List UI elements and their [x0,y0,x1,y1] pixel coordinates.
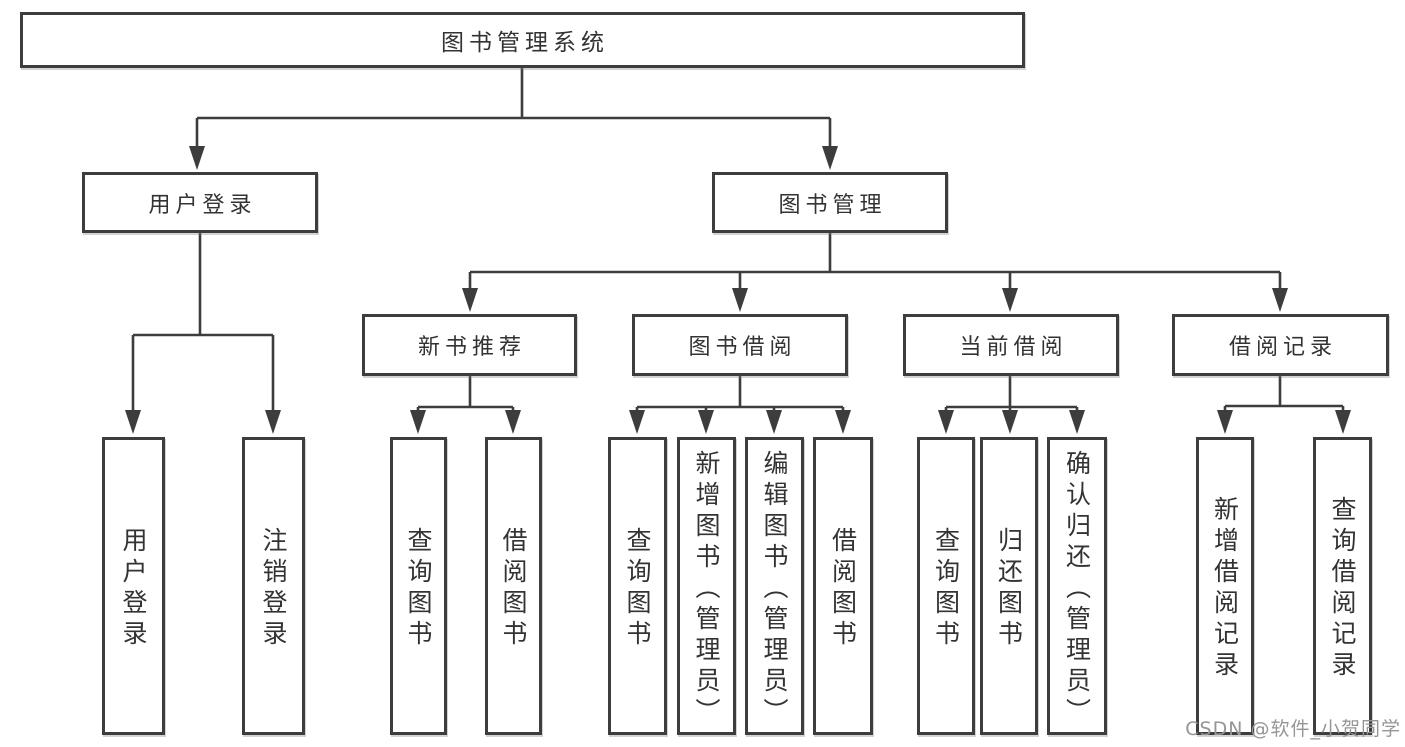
node-label: 新书推荐 [417,335,526,360]
arrowhead-icon [410,410,426,434]
connector-new-book-recommendation-to-leaves [416,376,515,413]
node-confirm-return-admin: 确认归还（管理员） [1047,437,1107,735]
node-label: 借阅图书 [499,527,528,651]
node-label: 新增图书（管理员） [692,449,721,729]
arrowhead-icon [1002,288,1018,312]
node-borrow-books-borrowing: 借阅图书 [813,437,873,735]
node-label: 查询图书 [404,527,433,651]
node-label: 用户登录 [148,192,257,218]
arrowhead-icon [1002,410,1018,434]
arrowhead-icon [505,410,521,434]
connector-book-borrowing-to-leaves [635,376,845,413]
csdn-watermark: CSDN @软件_小贺同学 [1185,718,1401,740]
node-user-login: 用户登录 [82,172,318,233]
node-book-borrowing: 图书借阅 [632,314,848,376]
node-label: 图书管理系统 [441,30,609,56]
node-logout-leaf: 注销登录 [242,437,305,735]
node-add-borrow-record: 新增借阅记录 [1196,437,1254,735]
node-borrowing-records: 借阅记录 [1172,314,1389,376]
arrowhead-icon [265,410,281,434]
connector-user-login-to-leaves [131,233,275,412]
node-label: 借阅图书 [828,527,858,651]
node-label: 编辑图书（管理员） [760,449,789,729]
node-new-book-recommendation: 新书推荐 [362,314,577,376]
node-label: 注销登录 [259,527,288,651]
arrowhead-icon [766,410,782,434]
arrowhead-icon [1217,410,1233,434]
node-label: 图书借阅 [688,335,797,360]
node-current-borrowing: 当前借阅 [903,314,1119,376]
arrowhead-icon [1272,288,1288,312]
node-label: 用户登录 [119,527,148,651]
node-label: 归还图书 [994,527,1024,651]
node-query-books-current: 查询图书 [917,437,975,735]
connector-root-to-level2 [195,68,832,148]
arrowhead-icon [835,410,851,434]
node-label: 查询图书 [623,527,652,651]
node-label: 图书管理 [778,192,887,218]
node-label: 确认归还（管理员） [1062,449,1092,729]
node-add-books-admin: 新增图书（管理员） [677,437,736,735]
node-query-books-recommend: 查询图书 [390,437,447,735]
connector-paths [131,68,1345,413]
arrowheads [125,146,1351,434]
arrowhead-icon [462,288,478,312]
node-label: 新增借阅记录 [1210,496,1240,682]
arrowhead-icon [938,410,954,434]
arrowhead-icon [822,146,838,170]
connector-current-borrowing-to-leaves [944,376,1079,413]
arrowhead-icon [189,146,205,170]
node-user-login-leaf: 用户登录 [102,437,165,735]
arrowhead-icon [1335,410,1351,434]
arrowhead-icon [629,410,645,434]
node-label: 当前借阅 [959,335,1068,360]
arrowhead-icon [732,288,748,312]
arrowhead-icon [1069,410,1085,434]
node-label: 查询图书 [931,527,961,651]
node-borrow-books-recommend: 借阅图书 [485,437,542,735]
connector-borrowing-records-to-leaves [1223,376,1345,413]
node-library-system: 图书管理系统 [20,12,1025,68]
node-edit-books-admin: 编辑图书（管理员） [745,437,804,735]
node-query-borrow-record: 查询借阅记录 [1313,437,1372,735]
arrowhead-icon [698,410,714,434]
node-book-management: 图书管理 [712,172,948,233]
node-query-books-borrowing: 查询图书 [608,437,667,735]
node-return-books: 归还图书 [980,437,1038,735]
node-label: 查询借阅记录 [1328,496,1357,682]
arrowhead-icon [125,410,141,434]
node-label: 借阅记录 [1228,335,1337,360]
connector-book-management-to-level3 [468,233,1282,290]
